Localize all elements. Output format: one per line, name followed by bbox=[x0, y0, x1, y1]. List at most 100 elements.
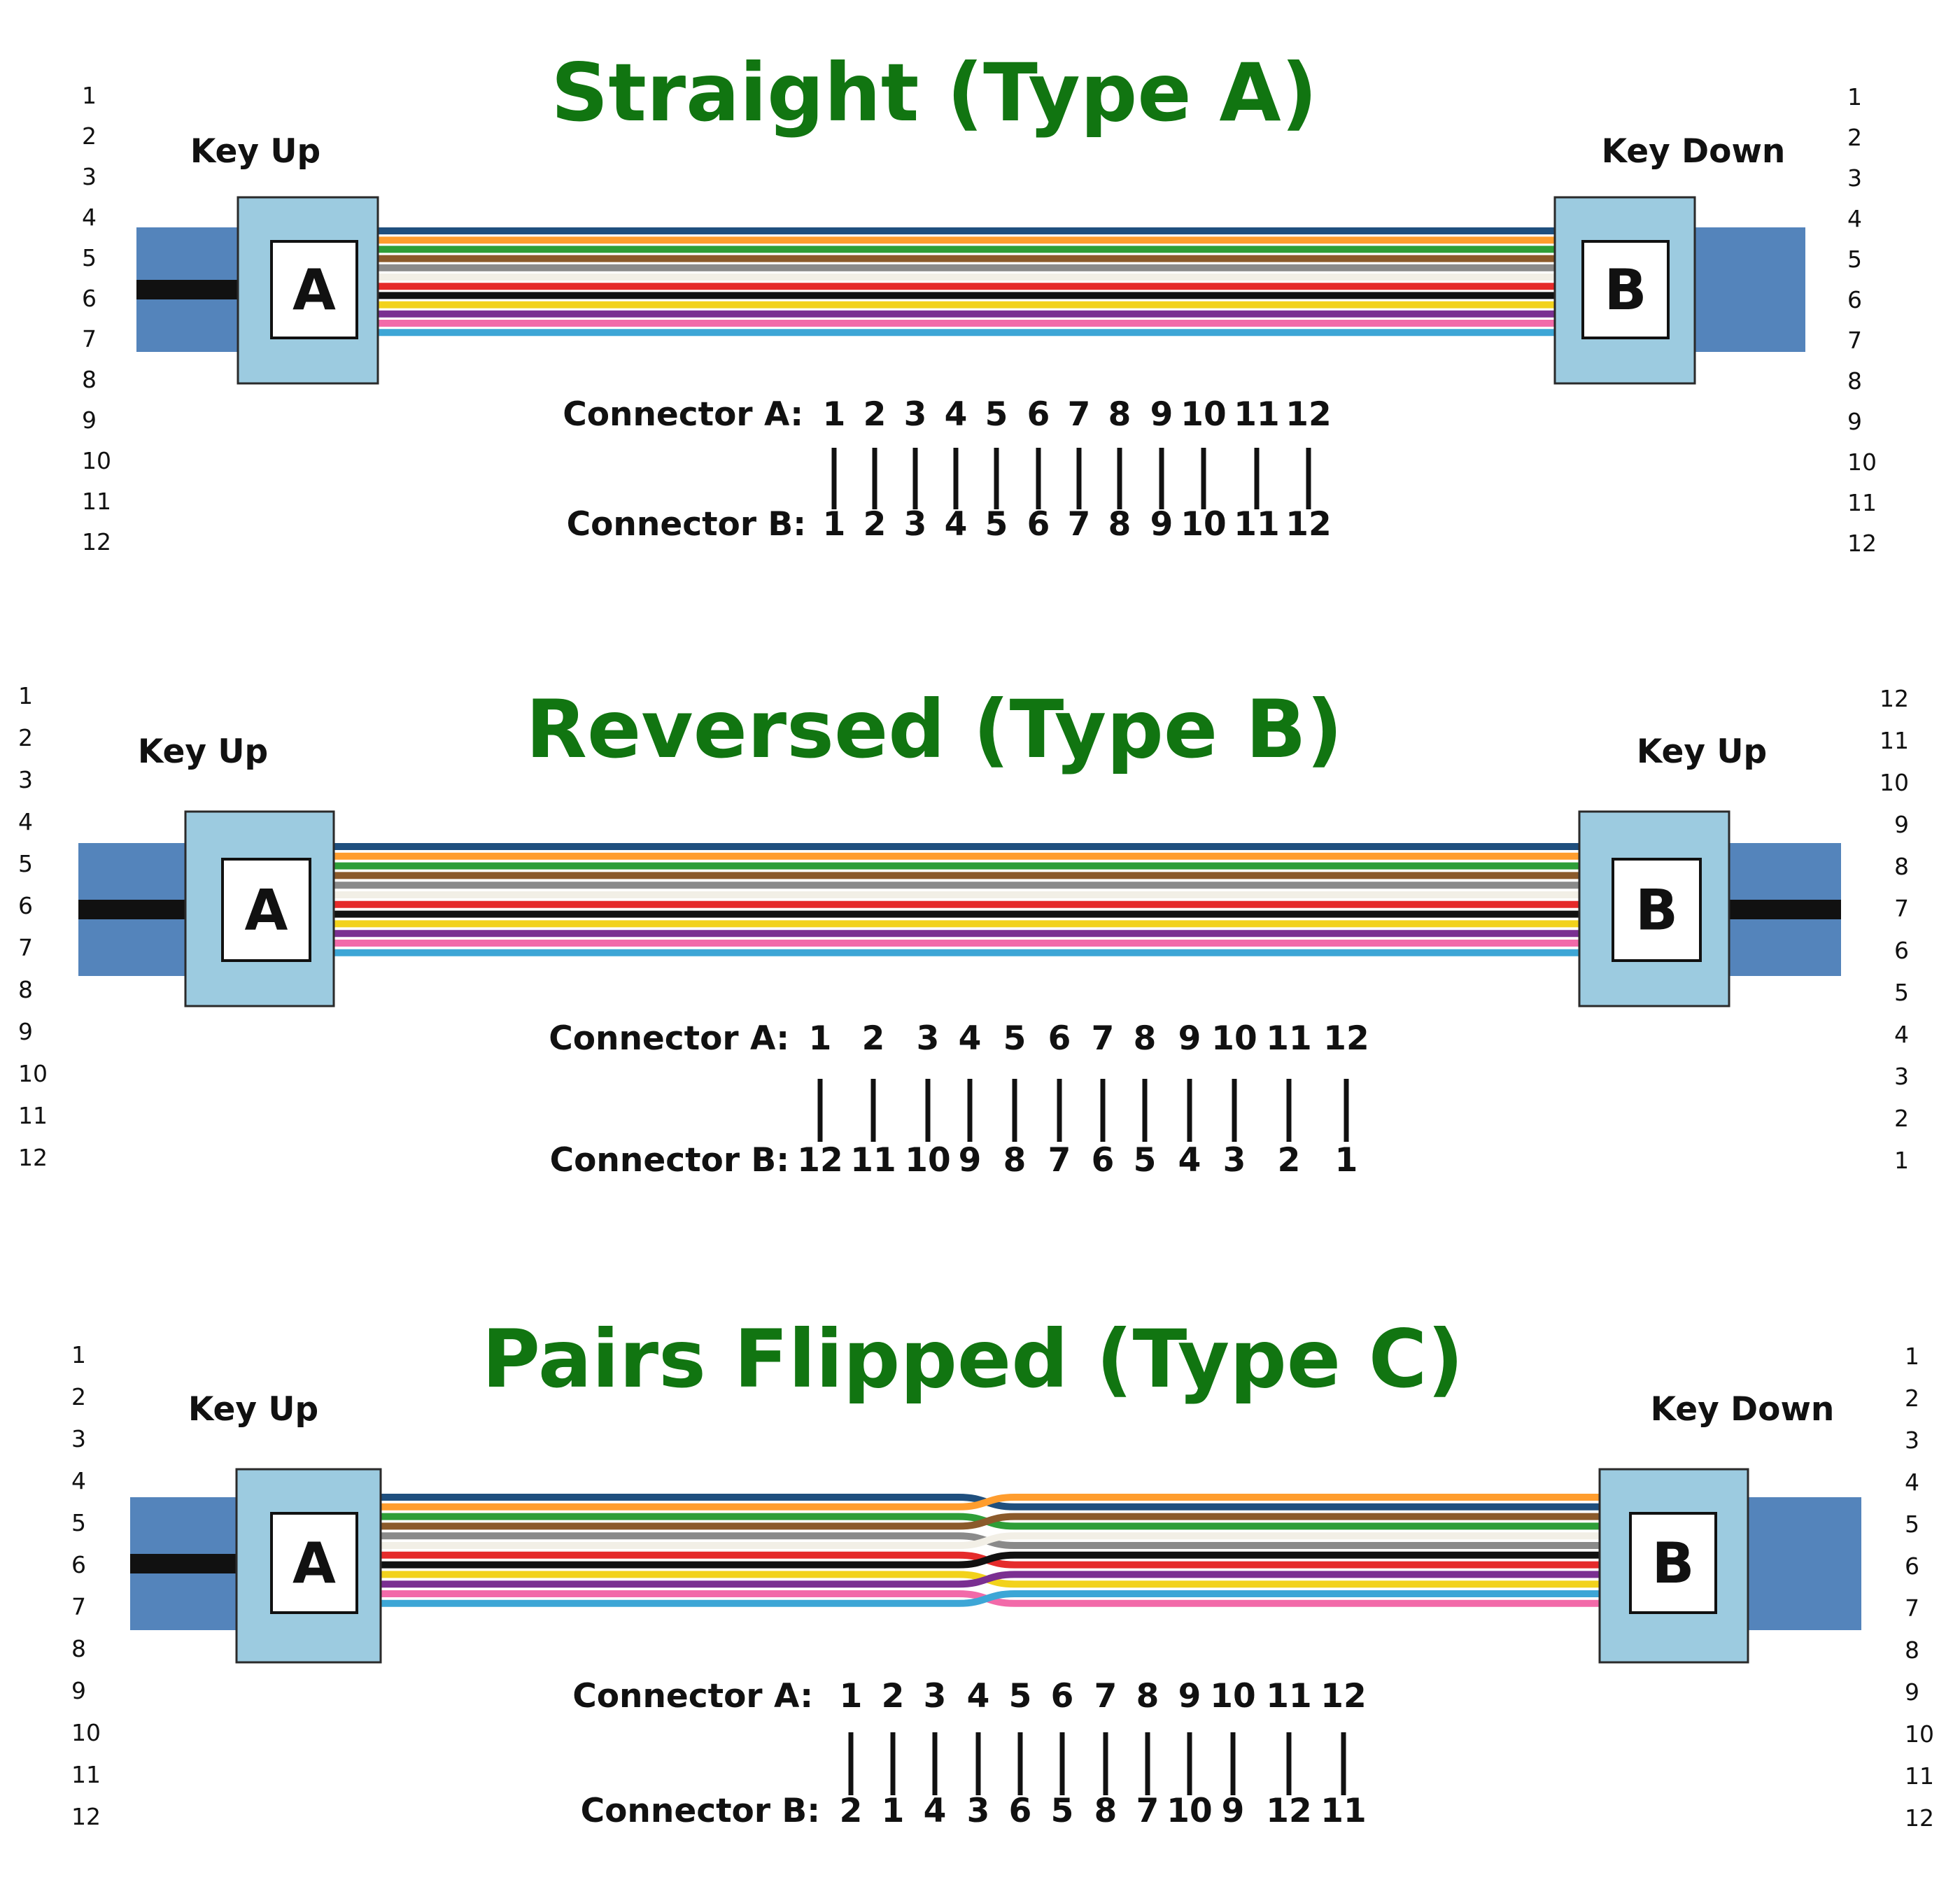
right-pin-number: 10 bbox=[1880, 769, 1909, 796]
connector-a-pin: 9 bbox=[1178, 1677, 1201, 1715]
connector-a-pin: 8 bbox=[1136, 1677, 1159, 1715]
right-pin-number: 9 bbox=[1894, 811, 1909, 838]
connector-a-pin: 1 bbox=[840, 1677, 863, 1715]
connector-a-pin: 7 bbox=[1068, 395, 1091, 434]
connector-a-pin: 8 bbox=[1134, 1019, 1157, 1058]
connector-a-label: Connector A: bbox=[572, 1677, 813, 1715]
connector-a-pin: 7 bbox=[1094, 1677, 1118, 1715]
connector-b-pin: 2 bbox=[840, 1792, 863, 1830]
right-cable-boot bbox=[1695, 227, 1805, 352]
connector-a-pin: 2 bbox=[862, 1019, 885, 1058]
left-pin-number: 7 bbox=[82, 325, 97, 353]
connector-a-pin: 1 bbox=[823, 395, 846, 434]
connector-a-pin: 4 bbox=[959, 1019, 982, 1058]
left-pin-number: 5 bbox=[82, 244, 97, 271]
diagram-title: Reversed (Type B) bbox=[526, 683, 1343, 776]
connector-b-pin: 1 bbox=[1335, 1141, 1358, 1180]
left-pin-number: 4 bbox=[82, 204, 97, 231]
right-pin-number: 2 bbox=[1894, 1105, 1909, 1132]
fiber bbox=[381, 1590, 1600, 1607]
connector-a-pin: 1 bbox=[809, 1019, 832, 1058]
left-pin-number: 9 bbox=[82, 406, 97, 434]
left-key-stripe bbox=[136, 280, 238, 299]
fiber bbox=[381, 1494, 1600, 1511]
connector-b-pin: 5 bbox=[985, 505, 1008, 544]
connector-a-pin: 10 bbox=[1180, 395, 1226, 434]
connector-a-pin: 5 bbox=[1009, 1677, 1032, 1715]
connector-a-pin: 7 bbox=[1092, 1019, 1115, 1058]
right-pin-number: 7 bbox=[1847, 327, 1862, 354]
left-pin-number: 11 bbox=[82, 488, 111, 515]
connector-b-pin: 1 bbox=[823, 505, 846, 544]
left-pin-number: 7 bbox=[18, 934, 33, 961]
right-pin-number: 3 bbox=[1894, 1063, 1909, 1090]
connector-b-pin: 8 bbox=[1003, 1141, 1027, 1180]
right-connector-letter: B bbox=[1635, 878, 1678, 943]
right-key-label: Key Down bbox=[1602, 132, 1786, 171]
right-pin-number: 1 bbox=[1847, 83, 1862, 111]
left-key-stripe bbox=[130, 1554, 237, 1573]
connector-b-pin: 3 bbox=[967, 1792, 990, 1830]
left-pin-number: 6 bbox=[18, 892, 33, 919]
right-pin-number: 12 bbox=[1905, 1804, 1934, 1832]
connector-a-pin: 3 bbox=[904, 395, 927, 434]
left-pin-number: 12 bbox=[71, 1803, 101, 1830]
connector-b-pin: 6 bbox=[1027, 505, 1050, 544]
left-pin-number: 10 bbox=[71, 1719, 101, 1746]
fiber bbox=[381, 1513, 1600, 1530]
right-pin-number: 7 bbox=[1894, 895, 1909, 922]
connector-b-pin: 12 bbox=[1285, 505, 1331, 544]
connector-b-label: Connector B: bbox=[550, 1141, 789, 1180]
connector-b-pin: 12 bbox=[797, 1141, 842, 1180]
right-pin-number: 6 bbox=[1905, 1552, 1919, 1580]
right-key-label: Key Down bbox=[1651, 1390, 1835, 1429]
connector-b-pin: 9 bbox=[959, 1141, 982, 1180]
connector-b-pin: 7 bbox=[1068, 505, 1091, 544]
connector-b-pin: 8 bbox=[1108, 505, 1131, 544]
connector-a-pin: 5 bbox=[985, 395, 1008, 434]
connector-b-pin: 9 bbox=[1150, 505, 1173, 544]
connector-a-pin: 12 bbox=[1285, 395, 1331, 434]
left-pin-number: 4 bbox=[18, 808, 33, 835]
connector-a-pin: 10 bbox=[1210, 1677, 1255, 1715]
connector-b-pin: 6 bbox=[1092, 1141, 1115, 1180]
right-pin-number: 8 bbox=[1894, 853, 1909, 880]
connector-a-pin: 6 bbox=[1051, 1677, 1074, 1715]
left-pin-number: 12 bbox=[82, 528, 111, 556]
left-pin-number: 1 bbox=[18, 682, 33, 709]
right-pin-number: 1 bbox=[1905, 1343, 1919, 1370]
right-pin-number: 9 bbox=[1847, 408, 1862, 435]
left-pin-number: 2 bbox=[71, 1383, 86, 1410]
left-key-label: Key Up bbox=[188, 1390, 318, 1429]
connector-a-pin: 3 bbox=[917, 1019, 940, 1058]
fiber bbox=[381, 1551, 1600, 1569]
left-key-stripe bbox=[78, 900, 185, 919]
left-connector-face bbox=[270, 1512, 358, 1614]
right-pin-number: 5 bbox=[1894, 979, 1909, 1006]
right-pin-number: 6 bbox=[1894, 937, 1909, 964]
right-pin-number: 4 bbox=[1847, 205, 1862, 232]
left-pin-number: 3 bbox=[71, 1425, 86, 1452]
connector-a-pin: 4 bbox=[945, 395, 968, 434]
right-pin-number: 10 bbox=[1847, 448, 1877, 476]
left-connector-letter: A bbox=[245, 878, 288, 943]
connector-b-pin: 11 bbox=[1234, 505, 1279, 544]
right-pin-number: 7 bbox=[1905, 1594, 1919, 1622]
left-connector-face bbox=[270, 240, 358, 339]
connector-b-pin: 2 bbox=[863, 505, 887, 544]
left-pin-number: 7 bbox=[71, 1593, 86, 1620]
connector-b-pin: 5 bbox=[1134, 1141, 1157, 1180]
right-connector-letter: B bbox=[1605, 257, 1647, 323]
left-pin-number: 9 bbox=[71, 1677, 86, 1704]
right-pin-number: 2 bbox=[1905, 1385, 1919, 1412]
connector-b-pin: 1 bbox=[882, 1792, 905, 1830]
connector-a-pin: 11 bbox=[1266, 1677, 1311, 1715]
left-pin-number: 10 bbox=[18, 1060, 48, 1087]
right-pin-number: 11 bbox=[1905, 1762, 1934, 1790]
connector-a-pin: 12 bbox=[1320, 1677, 1366, 1715]
diagram-title: Straight (Type A) bbox=[551, 46, 1317, 139]
left-pin-number: 3 bbox=[82, 163, 97, 190]
left-pin-number: 4 bbox=[71, 1467, 86, 1494]
